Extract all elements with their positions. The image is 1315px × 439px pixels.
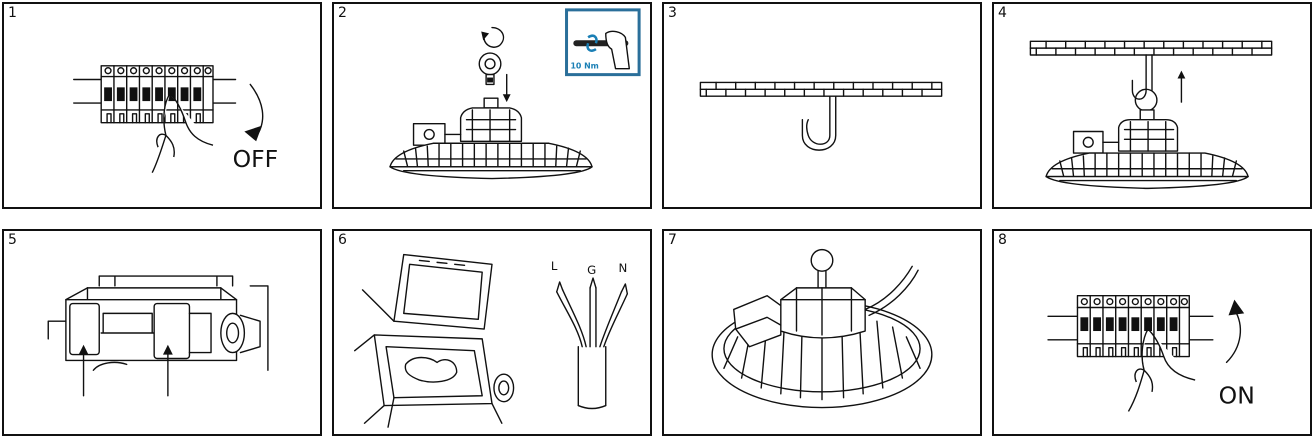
high-bay-light bbox=[1046, 110, 1248, 188]
hang-light-illustration bbox=[994, 4, 1310, 207]
cover-latch-right bbox=[154, 304, 189, 359]
on-label: ON bbox=[1219, 382, 1255, 410]
step-number: 1 bbox=[8, 5, 17, 21]
breaker-on-illustration: ON bbox=[994, 231, 1255, 434]
high-bay-light bbox=[712, 250, 932, 408]
ceiling-beam bbox=[700, 82, 941, 96]
eye-bolt-icon bbox=[479, 53, 501, 84]
step-number: 5 bbox=[8, 232, 17, 248]
step-number: 7 bbox=[668, 232, 677, 248]
step-number: 6 bbox=[338, 232, 347, 248]
rotate-arrow-icon bbox=[484, 28, 504, 48]
assembled-light-illustration bbox=[664, 231, 980, 434]
ceiling-hook-illustration bbox=[664, 4, 980, 207]
eye-bolt-install-illustration: 10 Nm bbox=[334, 4, 650, 207]
torque-label: 10 Nm bbox=[570, 62, 598, 71]
hook-icon bbox=[802, 96, 835, 150]
step-number: 3 bbox=[668, 5, 677, 21]
high-bay-light bbox=[390, 98, 592, 178]
eye-bolt-icon bbox=[811, 250, 833, 272]
cable-icon bbox=[557, 278, 628, 408]
step-2-panel: 2 10 bbox=[332, 2, 652, 209]
torque-inset: 10 Nm bbox=[567, 10, 640, 75]
hand-icon bbox=[1128, 329, 1195, 411]
breaker-modules bbox=[1080, 296, 1187, 357]
ceiling-beam bbox=[1030, 41, 1271, 55]
hand-icon bbox=[606, 31, 630, 68]
step-3-panel: 3 bbox=[662, 2, 982, 209]
cable-icon bbox=[865, 266, 918, 315]
step-8-panel: 8 ON bbox=[992, 229, 1312, 436]
hook-icon bbox=[1132, 55, 1152, 99]
wiring-illustration: L G N bbox=[334, 231, 650, 434]
step-number: 2 bbox=[338, 5, 347, 21]
off-label: OFF bbox=[233, 145, 279, 173]
step-7-panel: 7 bbox=[662, 229, 982, 436]
step-number: 8 bbox=[998, 232, 1007, 248]
wire-label-l: L bbox=[551, 259, 558, 273]
junction-box-open-illustration bbox=[4, 231, 320, 434]
terminal-box bbox=[355, 255, 514, 428]
wire-label-g: G bbox=[587, 263, 596, 277]
breaker-off-illustration: OFF bbox=[4, 4, 279, 207]
breaker-modules bbox=[104, 66, 211, 123]
step-4-panel: 4 bbox=[992, 2, 1312, 209]
step-5-panel: 5 bbox=[2, 229, 322, 436]
step-number: 4 bbox=[998, 5, 1007, 21]
arrow-up-icon bbox=[1227, 309, 1241, 362]
cable-gland-icon bbox=[221, 313, 260, 352]
step-6-panel: 6 L G N bbox=[332, 229, 652, 436]
hand-icon bbox=[152, 94, 213, 172]
wire-label-n: N bbox=[619, 261, 628, 275]
step-1-panel: 1 OFF bbox=[2, 2, 322, 209]
